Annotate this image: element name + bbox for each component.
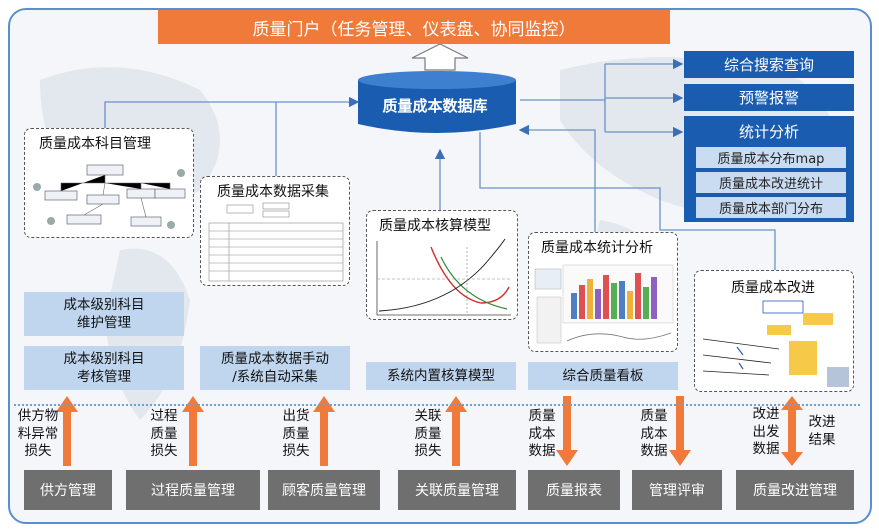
flow-supplier-label: 供方物 料异常 损失 [17,408,59,460]
bar-chart-thumbnail [534,264,674,344]
improvement-flow-thumbnail [702,300,849,387]
flow-improve-data-label: 改进 出发 数据 [752,406,780,458]
stat-item-department: 质量成本部门分布 [696,197,846,218]
module-stat-analysis: 质量成本统计分析 [528,232,678,352]
fn-subject-maintain: 成本级别科目 维护管理 [24,292,184,336]
source-supplier-mgmt: 供方管理 [24,470,112,510]
flow-report-data-label: 质量 成本 数据 [528,408,556,460]
fn-quality-board: 综合质量看板 [528,362,678,390]
quality-portal-banner: 质量门户（任务管理、仪表盘、协同监控） [158,10,670,44]
flow-shipment-label: 出货 质量 损失 [282,408,310,460]
module-improvement-title: 质量成本改进 [731,280,815,296]
stat-item-improvement: 质量成本改进统计 [696,172,846,193]
database-cylinder [358,71,516,133]
source-process-quality: 过程质量管理 [126,470,260,510]
alert-box: 预警报警 [684,84,854,111]
module-subject-mgmt: 质量成本科目管理 [24,128,194,238]
search-query-box: 综合搜索查询 [684,51,854,78]
fn-subject-assess: 成本级别科目 考核管理 [24,346,184,390]
module-data-collect: 质量成本数据采集 [200,176,350,286]
module-improvement: 质量成本改进 [694,270,854,392]
data-form-thumbnail [208,202,344,282]
stat-analysis-title: 统计分析 [738,122,799,141]
org-tree-thumbnail [33,164,186,229]
source-customer-quality: 顾客质量管理 [268,470,380,510]
module-stat-analysis-title: 质量成本统计分析 [541,240,653,256]
source-related-quality: 关联质量管理 [398,470,516,510]
quality-cost-database: 质量成本数据库 [382,96,488,115]
flow-process-label: 过程 质量 损失 [150,408,178,460]
flow-improve-result-label: 改进 结果 [808,414,836,448]
fn-data-manual-auto: 质量成本数据手动 /系统自动采集 [200,346,350,390]
module-data-collect-title: 质量成本数据采集 [217,184,329,200]
source-quality-report: 质量报表 [528,470,620,510]
fn-builtin-model: 系统内置核算模型 [366,362,516,390]
flow-related-label: 关联 质量 损失 [414,408,442,460]
flow-review-data-label: 质量 成本 数据 [640,408,668,460]
source-mgmt-review: 管理评审 [632,470,722,510]
module-accounting-model: 质量成本核算模型 [366,210,518,320]
module-subject-mgmt-title: 质量成本科目管理 [39,136,151,152]
module-accounting-model-title: 质量成本核算模型 [379,218,491,234]
stat-item-distribution-map: 质量成本分布map [696,147,846,168]
source-quality-improve: 质量改进管理 [736,470,854,510]
dotted-divider [14,404,860,406]
cost-curve-thumbnail [376,238,511,316]
